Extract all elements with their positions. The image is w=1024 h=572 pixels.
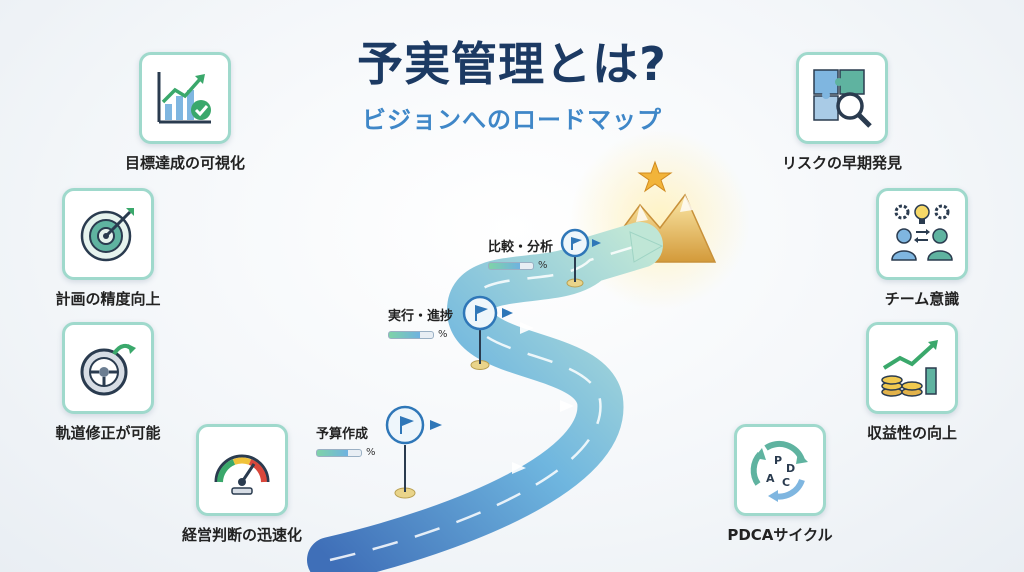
steering-wheel-icon bbox=[62, 322, 154, 414]
speedometer-icon bbox=[196, 424, 288, 516]
feature-team-awareness: チーム意識 bbox=[842, 188, 1002, 309]
feature-label: リスクの早期発見 bbox=[781, 154, 902, 172]
puzzle-magnifier-icon bbox=[796, 52, 888, 144]
page-title: 予実管理とは? bbox=[357, 37, 667, 91]
milestone-marker-2 bbox=[462, 295, 513, 370]
milestone-analysis: 比較・分析 % bbox=[488, 236, 553, 274]
feature-pdca-cycle: P D C A PDCAサイクル bbox=[700, 424, 860, 545]
page-subtitle: ビジョンへのロードマップ bbox=[362, 106, 662, 134]
pdca-letter-a: A bbox=[766, 472, 775, 485]
pdca-letter-d: D bbox=[786, 462, 795, 475]
progress-percent: % bbox=[538, 260, 548, 271]
feature-label: 収益性の向上 bbox=[866, 424, 957, 442]
coins-growth-icon bbox=[866, 322, 958, 414]
growth-chart-check-icon bbox=[139, 52, 231, 144]
feature-faster-decisions: 経営判断の迅速化 bbox=[162, 424, 322, 545]
milestone-label: 比較・分析 bbox=[488, 240, 554, 255]
road-path bbox=[307, 222, 663, 572]
progress-percent: % bbox=[366, 447, 376, 458]
pdca-letter-c: C bbox=[782, 476, 790, 489]
feature-label: 軌道修正が可能 bbox=[55, 424, 161, 442]
feature-early-risk-detection: リスクの早期発見 bbox=[762, 52, 922, 173]
progress-bar bbox=[488, 261, 534, 270]
star-icon bbox=[637, 160, 673, 193]
pdca-letter-p: P bbox=[774, 454, 782, 467]
progress-bar bbox=[316, 448, 362, 457]
milestone-execution: 実行・進捗 % bbox=[388, 305, 453, 343]
progress-bar bbox=[388, 330, 434, 339]
milestone-budget: 予算作成 % bbox=[316, 423, 376, 461]
feature-label: 計画の精度向上 bbox=[55, 290, 161, 308]
team-gears-icon bbox=[876, 188, 968, 280]
milestone-label: 実行・進捗 bbox=[388, 309, 454, 324]
milestone-label: 予算作成 bbox=[316, 427, 369, 442]
feature-profitability: 収益性の向上 bbox=[832, 322, 992, 443]
feature-label: チーム意識 bbox=[884, 290, 960, 308]
feature-label: 目標達成の可視化 bbox=[124, 154, 245, 172]
feature-course-correction: 軌道修正が可能 bbox=[28, 322, 188, 443]
feature-goal-visualization: 目標達成の可視化 bbox=[105, 52, 265, 173]
feature-plan-accuracy: 計画の精度向上 bbox=[28, 188, 188, 309]
feature-label: 経営判断の迅速化 bbox=[181, 526, 302, 544]
pdca-cycle-icon: P D C A bbox=[734, 424, 826, 516]
road-arrow-icon bbox=[629, 231, 664, 263]
milestone-marker-3 bbox=[560, 228, 601, 288]
milestone-marker-1 bbox=[385, 405, 442, 499]
progress-percent: % bbox=[438, 329, 448, 340]
target-arrow-icon bbox=[62, 188, 154, 280]
feature-label: PDCAサイクル bbox=[727, 526, 833, 544]
